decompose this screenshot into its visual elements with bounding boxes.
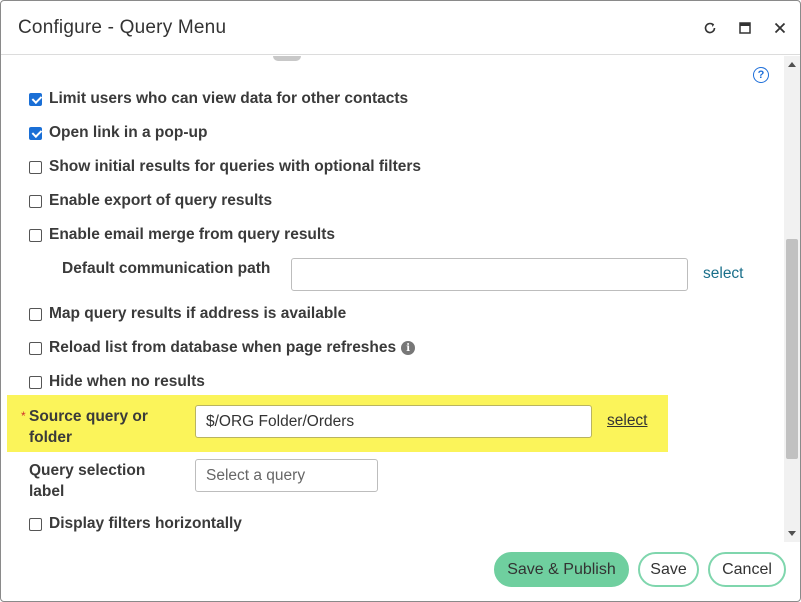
source-query-label-line2: folder bbox=[29, 429, 73, 446]
info-icon[interactable]: i bbox=[401, 341, 416, 355]
option-reload-list[interactable]: Reload list from database when page refr… bbox=[29, 338, 416, 358]
option-label: Enable export of query results bbox=[49, 192, 273, 209]
option-hide-no-results[interactable]: Hide when no results bbox=[29, 372, 205, 392]
option-label: Display filters horizontally bbox=[49, 515, 242, 532]
checkbox[interactable] bbox=[29, 126, 42, 140]
option-enable-export[interactable]: Enable export of query results bbox=[29, 191, 272, 211]
dialog-titlebar: Configure - Query Menu bbox=[1, 1, 800, 55]
checkbox[interactable] bbox=[29, 160, 42, 174]
query-selection-label: Query selection label bbox=[29, 460, 145, 502]
scroll-down-arrow-icon[interactable] bbox=[788, 531, 796, 536]
query-selection-input[interactable]: Select a query bbox=[195, 459, 378, 492]
query-selection-label-line1: Query selection bbox=[29, 462, 146, 479]
option-limit-users[interactable]: Limit users who can view data for other … bbox=[29, 89, 408, 109]
drag-handle[interactable] bbox=[273, 56, 301, 61]
option-label: Reload list from database when page refr… bbox=[49, 339, 397, 356]
checkbox[interactable] bbox=[29, 194, 42, 208]
option-label: Hide when no results bbox=[49, 373, 205, 390]
save-button[interactable]: Save bbox=[638, 552, 699, 587]
refresh-icon[interactable] bbox=[701, 19, 719, 37]
communication-path-input[interactable] bbox=[291, 258, 688, 291]
option-label: Map query results if address is availabl… bbox=[49, 305, 347, 322]
source-query-label-line1: Source query or bbox=[29, 408, 148, 425]
scroll-up-arrow-icon[interactable] bbox=[788, 62, 796, 67]
cancel-button[interactable]: Cancel bbox=[708, 552, 786, 587]
option-enable-email-merge[interactable]: Enable email merge from query results bbox=[29, 225, 335, 245]
checkbox[interactable] bbox=[29, 341, 42, 355]
maximize-icon[interactable] bbox=[736, 19, 754, 37]
scrollbar[interactable] bbox=[784, 56, 800, 542]
checkbox[interactable] bbox=[29, 307, 42, 321]
checkbox[interactable] bbox=[29, 92, 42, 106]
dialog-title: Configure - Query Menu bbox=[18, 17, 227, 38]
checkbox[interactable] bbox=[29, 517, 42, 531]
close-icon[interactable] bbox=[771, 19, 789, 37]
source-query-label: Source query or folder bbox=[29, 406, 148, 448]
source-query-input[interactable]: $/ORG Folder/Orders bbox=[195, 405, 592, 438]
source-query-select-link[interactable]: select bbox=[607, 412, 648, 429]
query-selection-label-line2: label bbox=[29, 483, 65, 500]
communication-path-label: Default communication path bbox=[62, 260, 271, 277]
required-marker: * bbox=[21, 409, 26, 423]
option-open-popup[interactable]: Open link in a pop-up bbox=[29, 123, 207, 143]
option-map-results[interactable]: Map query results if address is availabl… bbox=[29, 304, 346, 324]
save-publish-button[interactable]: Save & Publish bbox=[494, 552, 629, 587]
option-label: Show initial results for queries with op… bbox=[49, 158, 422, 175]
checkbox[interactable] bbox=[29, 375, 42, 389]
option-label: Limit users who can view data for other … bbox=[49, 90, 409, 107]
communication-path-select-link[interactable]: select bbox=[703, 265, 744, 282]
option-label: Enable email merge from query results bbox=[49, 226, 335, 243]
communication-path-row: Default communication path bbox=[62, 259, 270, 279]
help-icon[interactable]: ? bbox=[753, 67, 769, 83]
scrollbar-thumb[interactable] bbox=[786, 239, 798, 459]
option-display-filters-horizontally[interactable]: Display filters horizontally bbox=[29, 514, 242, 534]
option-label: Open link in a pop-up bbox=[49, 124, 208, 141]
option-show-initial-results[interactable]: Show initial results for queries with op… bbox=[29, 157, 421, 177]
checkbox[interactable] bbox=[29, 228, 42, 242]
dialog-content: ? Limit users who can view data for othe… bbox=[1, 56, 784, 542]
